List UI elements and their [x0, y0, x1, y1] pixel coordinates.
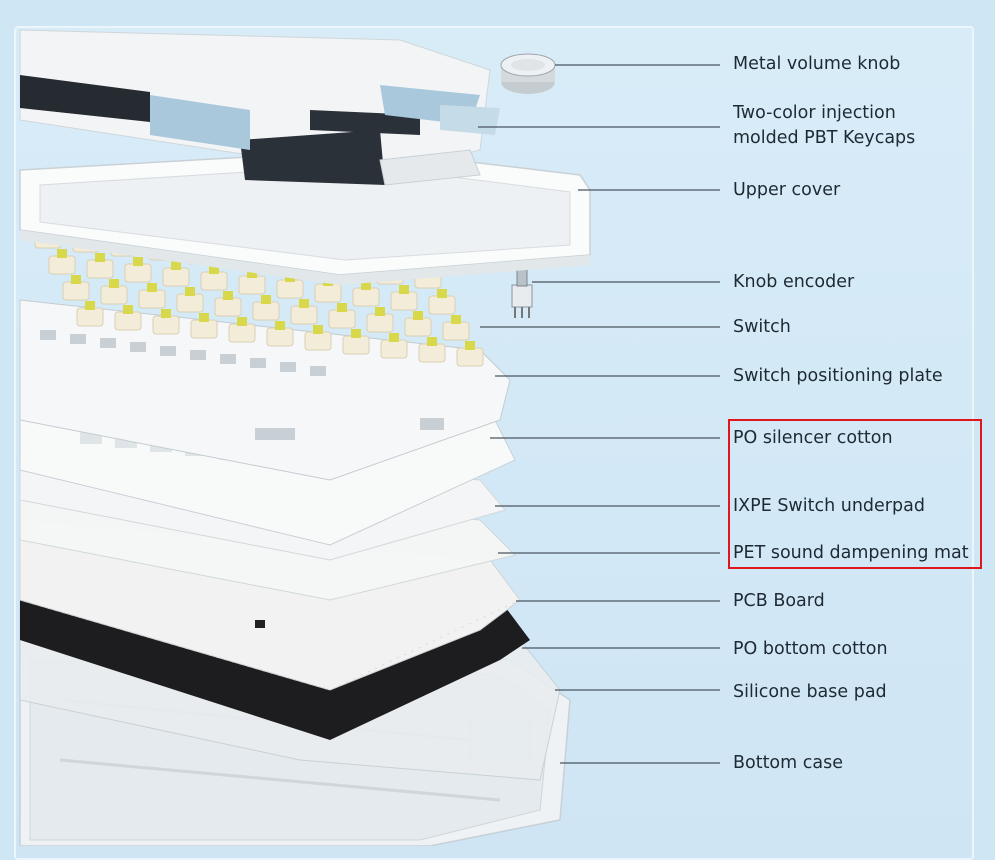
switch-body [276, 279, 304, 299]
switch-body [76, 307, 104, 327]
label-pet-sound-dampening-mat: PET sound dampening mat [733, 543, 969, 563]
label-po-silencer-cotton: PO silencer cotton [733, 428, 893, 448]
switch-body [238, 275, 266, 295]
switch-stem [337, 303, 347, 312]
label-bottom-case: Bottom case [733, 753, 843, 773]
switch-stem [313, 325, 323, 334]
switch-body [152, 315, 180, 335]
switch-body [456, 347, 484, 367]
label-silicone-base-pad: Silicone base pad [733, 682, 887, 702]
switch-stem [451, 315, 461, 324]
label-upper-cover: Upper cover [733, 180, 841, 200]
knob-encoder [511, 267, 533, 318]
switch-stem [95, 253, 105, 262]
switch-stem [85, 301, 95, 310]
switch-stem [171, 261, 181, 270]
switch-stem [57, 249, 67, 258]
metal-volume-knob [500, 53, 556, 94]
switch-body [366, 313, 394, 333]
switch-body [114, 311, 142, 331]
switch-body [124, 263, 152, 283]
switch-body [162, 267, 190, 287]
switch-body [352, 287, 380, 307]
switch-body [418, 343, 446, 363]
switch-stem [209, 265, 219, 274]
switch-stem [247, 269, 257, 278]
label-ixpe-switch-underpad: IXPE Switch underpad [733, 496, 925, 516]
switch-body [380, 339, 408, 359]
switch-body [228, 323, 256, 343]
switch-body [176, 293, 204, 313]
switch-body [404, 317, 432, 337]
label-po-bottom-cotton: PO bottom cotton [733, 639, 888, 659]
switch-stem [413, 311, 423, 320]
label-keycaps-line1: Two-color injection [733, 103, 896, 123]
switch-body [190, 319, 218, 339]
switch-body [214, 297, 242, 317]
switch-body [342, 335, 370, 355]
switch-stem [161, 309, 171, 318]
switch-body [138, 289, 166, 309]
switch-body [390, 291, 418, 311]
label-knob-encoder: Knob encoder [733, 272, 855, 292]
switch-stem [275, 321, 285, 330]
switch-stem [351, 329, 361, 338]
switch-body [314, 283, 342, 303]
switch-body [304, 331, 332, 351]
label-switch: Switch [733, 317, 791, 337]
label-pcb-board: PCB Board [733, 591, 825, 611]
switch-stem [123, 305, 133, 314]
switch-stem [389, 333, 399, 342]
switch-body [86, 259, 114, 279]
switch-stem [375, 307, 385, 316]
switch-stem [147, 283, 157, 292]
label-keycaps-line2: molded PBT Keycaps [733, 128, 916, 148]
switch-body [428, 295, 456, 315]
switch-stem [399, 285, 409, 294]
switch-body [290, 305, 318, 325]
switch-stem [465, 341, 475, 350]
highlight-box [728, 419, 982, 569]
switch-stem [427, 337, 437, 346]
switch-stem [109, 279, 119, 288]
upper-cover-layer [19, 149, 591, 285]
switch-stem [299, 299, 309, 308]
switch-stem [223, 291, 233, 300]
switch-body [200, 271, 228, 291]
switch-stem [237, 317, 247, 326]
switch-stem [185, 287, 195, 296]
switch-body [62, 281, 90, 301]
switch-body [266, 327, 294, 347]
switch-stem [361, 281, 371, 290]
switch-body [328, 309, 356, 329]
switch-stem [71, 275, 81, 284]
switch-stem [199, 313, 209, 322]
switch-stem [261, 295, 271, 304]
switch-body [252, 301, 280, 321]
leader-lines [478, 64, 720, 764]
keycaps-layer [19, 29, 500, 186]
label-metal-volume-knob: Metal volume knob [733, 54, 901, 74]
label-switch-positioning-plate: Switch positioning plate [733, 366, 943, 386]
switch-body [442, 321, 470, 341]
switch-stem [437, 289, 447, 298]
switch-body [48, 255, 76, 275]
switch-body [100, 285, 128, 305]
switch-stem [133, 257, 143, 266]
